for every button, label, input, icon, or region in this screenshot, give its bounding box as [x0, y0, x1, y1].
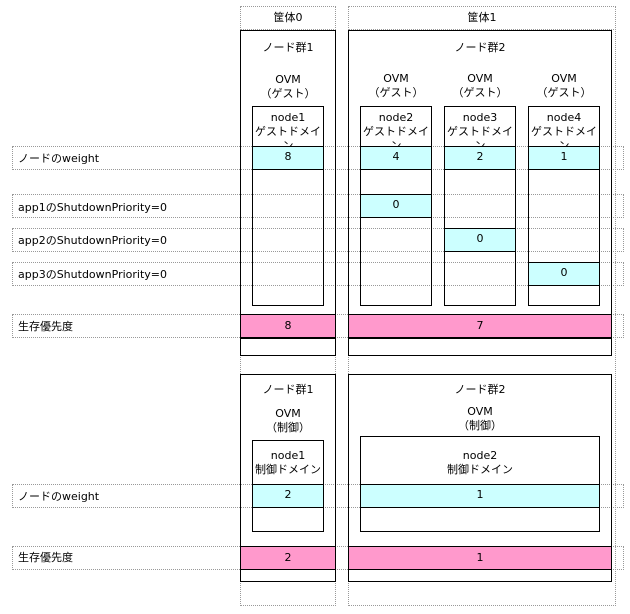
top-node4-label: node4 ゲストドメイン — [531, 111, 597, 152]
top-node-group-1: ノード群1 OVM （ゲスト） — [240, 30, 336, 356]
bottom-node1-weight: 2 — [252, 484, 324, 508]
top-node2-label: node2 ゲストドメイン — [363, 111, 429, 152]
bottom-group-2-survival: 1 — [348, 546, 612, 570]
top-group-2-title: ノード群2 — [454, 41, 506, 54]
bottom-node2-label: node2 制御ドメイン — [447, 449, 513, 476]
top-node3-guest-domain: node3 ゲストドメイン — [444, 106, 516, 306]
label-node-weight-2: ノードのweight — [18, 490, 100, 503]
label-node-weight: ノードのweight — [18, 152, 100, 165]
top-node2-app1-priority: 0 — [360, 194, 432, 218]
top-group-1-survival: 8 — [240, 314, 336, 338]
top-node3-label: node3 ゲストドメイン — [447, 111, 513, 152]
row-app1-band — [12, 194, 624, 218]
top-node3-app2-priority: 0 — [444, 228, 516, 252]
label-survival-priority: 生存優先度 — [18, 320, 73, 333]
top-node1-label: node1 ゲストドメイン — [255, 111, 321, 152]
bottom-node2-weight: 1 — [360, 484, 600, 508]
top-group-2-divider — [348, 338, 612, 339]
bottom-group-2-title: ノード群2 — [454, 383, 506, 396]
bottom-group-1-ovm: OVM （制御） — [266, 407, 310, 434]
top-ovm-node2: OVM （ゲスト） — [368, 72, 424, 99]
row-app3-band — [12, 262, 624, 286]
top-group-1-title: ノード群1 — [262, 41, 314, 54]
top-node4-weight: 1 — [528, 146, 600, 170]
label-survival-priority-2: 生存優先度 — [18, 551, 73, 564]
label-app1-priority: app1のShutdownPriority=0 — [18, 201, 167, 214]
top-group-1-divider — [240, 338, 336, 339]
label-app3-priority: app3のShutdownPriority=0 — [18, 268, 167, 281]
top-group-2-survival: 7 — [348, 314, 612, 338]
top-node-group-2: ノード群2 — [348, 30, 612, 356]
bottom-node-group-2: ノード群2 OVM （制御） — [348, 374, 612, 582]
top-group-1-ovm: OVM （ゲスト） — [260, 73, 316, 100]
bottom-group-1-title: ノード群1 — [262, 383, 314, 396]
row-app2-band — [12, 228, 624, 252]
top-ovm-node3: OVM （ゲスト） — [452, 72, 508, 99]
chassis-0-header: 筐体0 — [240, 6, 336, 30]
bottom-node1-control-domain: node1 制御ドメイン — [252, 440, 324, 532]
label-app2-priority: app2のShutdownPriority=0 — [18, 234, 167, 247]
top-ovm-node4: OVM （ゲスト） — [536, 72, 592, 99]
bottom-node1-label: node1 制御ドメイン — [255, 449, 321, 476]
chassis-1-header: 筐体1 — [348, 6, 616, 30]
bottom-group-1-survival: 2 — [240, 546, 336, 570]
bottom-group-2-ovm: OVM （制御） — [458, 405, 502, 432]
top-node1-weight: 8 — [252, 146, 324, 170]
top-node3-weight: 2 — [444, 146, 516, 170]
bottom-node-group-1: ノード群1 OVM （制御） — [240, 374, 336, 582]
top-node4-app3-priority: 0 — [528, 262, 600, 286]
top-node1-guest-domain: node1 ゲストドメイン — [252, 106, 324, 306]
top-node2-weight: 4 — [360, 146, 432, 170]
bottom-node2-control-domain: node2 制御ドメイン — [360, 436, 600, 532]
